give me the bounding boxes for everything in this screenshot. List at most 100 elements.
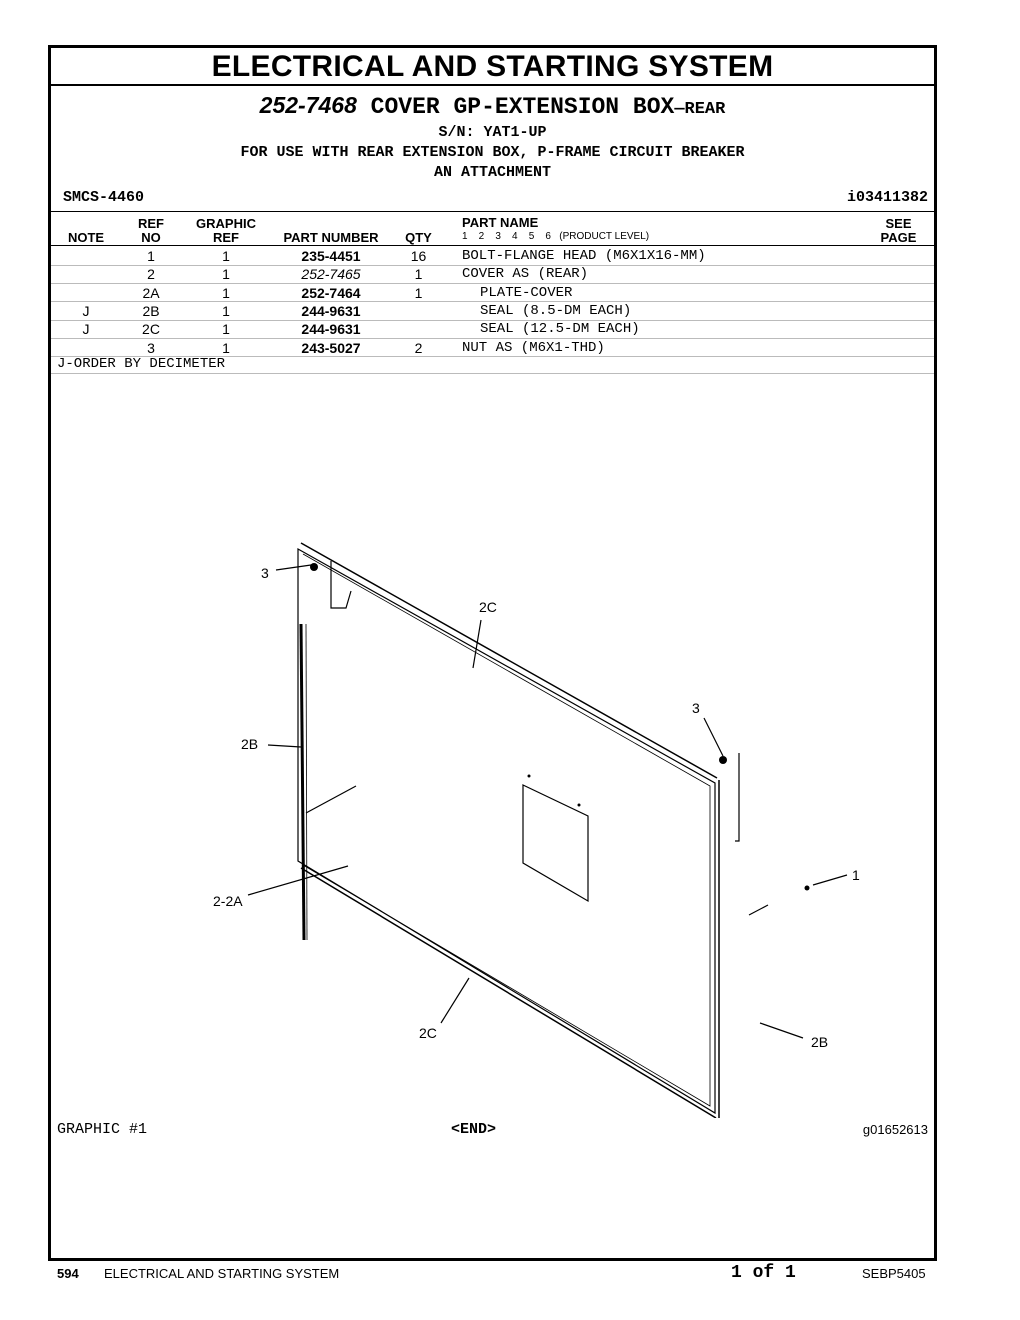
page-frame: ELECTRICAL AND STARTING SYSTEM 252-7468 …: [48, 45, 937, 1261]
row-part-name: COVER AS (REAR): [462, 266, 589, 283]
bolt-icon: [804, 885, 810, 891]
plate-inner-outline: [302, 553, 711, 1107]
footnote: J-ORDER BY DECIMETER: [57, 356, 226, 372]
seal-left-strip: [299, 623, 306, 941]
row-part-number: 244-9631: [301, 302, 361, 319]
col-see-bottom: PAGE: [880, 230, 917, 245]
title-part-number: 252-7468: [259, 92, 357, 118]
seal-left-strip-edge: [305, 623, 308, 941]
row-note: J: [82, 302, 90, 319]
plate-cover-outline: [297, 547, 716, 1115]
col-qty: QTY: [405, 230, 432, 245]
col-graphic-bottom: REF: [213, 230, 239, 245]
row-ref-no: 2: [147, 266, 155, 283]
row-part-name: PLATE-COVER: [480, 284, 573, 301]
row-note: J: [82, 321, 90, 338]
row-qty: 16: [410, 248, 427, 264]
window-mark-2: [577, 803, 581, 807]
row-qty: 2: [414, 339, 423, 356]
row-ref-no: 2A: [142, 284, 160, 301]
graphic-label: GRAPHIC #1: [57, 1121, 148, 1138]
row-divider: [51, 283, 934, 285]
col-ref-top: REF: [138, 216, 164, 231]
row-ref-no: 3: [147, 339, 155, 356]
section-header: ELECTRICAL AND STARTING SYSTEM: [51, 48, 934, 86]
row-divider: [51, 301, 934, 303]
callout-2b-right: 2B: [811, 1034, 828, 1050]
row-part-name: NUT AS (M6X1-THD): [462, 339, 605, 356]
footnote-rule: [51, 373, 934, 374]
row-part-number: 243-5027: [301, 339, 361, 356]
document-id: i03411382: [846, 189, 928, 206]
row-part-name: BOLT-FLANGE HEAD (M6X1X16-MM): [462, 248, 706, 264]
leader-2c-top: [472, 619, 482, 669]
footer-doc-number: SEBP5405: [862, 1266, 926, 1281]
bolt-shank: [748, 904, 769, 916]
row-divider: [51, 264, 934, 266]
callout-2c-bottom: 2C: [419, 1025, 437, 1041]
callout-2c-top: 2C: [479, 599, 497, 615]
leader-2c-bottom: [440, 977, 470, 1024]
row-part-name: SEAL (12.5-DM EACH): [480, 321, 640, 338]
table-top-rule: [51, 211, 934, 212]
attachment-note: AN ATTACHMENT: [433, 164, 552, 181]
row-part-number: 252-7464: [301, 284, 361, 301]
leader-2b-right: [759, 1022, 804, 1039]
row-part-number: 244-9631: [301, 321, 361, 338]
callout-2-2a: 2-2A: [213, 893, 243, 909]
usage-note: FOR USE WITH REAR EXTENSION BOX, P-FRAME…: [240, 144, 745, 161]
col-ref-bottom: NO: [141, 230, 161, 245]
title-suffix: —REAR: [674, 100, 726, 119]
row-graphic-ref: 1: [222, 284, 230, 301]
row-qty: 1: [414, 266, 423, 283]
callout-1: 1: [852, 867, 860, 883]
leader-3b: [703, 717, 724, 757]
footer-page-of: 1 of 1: [731, 1263, 796, 1283]
row-part-number: 252-7465: [301, 266, 361, 283]
col-graphic-top: GRAPHIC: [196, 216, 256, 231]
serial-number: S/N: YAT1-UP: [438, 124, 547, 141]
leader-3a: [275, 564, 312, 571]
leader-2b-left-b: [305, 785, 357, 814]
row-graphic-ref: 1: [222, 321, 230, 338]
bracket-right: [735, 753, 740, 842]
callout-2b-left: 2B: [241, 736, 258, 752]
row-ref-no: 2C: [142, 321, 160, 338]
nut-icon-right: [719, 756, 727, 764]
leader-2b-left: [267, 744, 302, 748]
row-qty: 1: [414, 284, 423, 301]
row-graphic-ref: 1: [222, 266, 230, 283]
row-graphic-ref: 1: [222, 302, 230, 319]
row-graphic-ref: 1: [222, 248, 230, 264]
page-title: 252-7468 COVER GP-EXTENSION BOX—REAR: [51, 92, 934, 120]
col-part-name: PART NAME: [462, 215, 539, 230]
smcs-code: SMCS-4460: [63, 189, 145, 206]
seal-top-strip: [300, 542, 718, 779]
col-product-level: 1 2 3 4 5 6 (PRODUCT LEVEL): [462, 231, 650, 242]
row-ref-no: 2B: [142, 302, 160, 319]
callout-3a: 3: [261, 565, 269, 581]
exploded-view-diagram: 3 2C 3 2B 1 2-2A 2C 2B: [213, 542, 860, 1118]
row-divider: [51, 338, 934, 339]
title-name: COVER GP-EXTENSION BOX: [370, 94, 675, 120]
row-divider: [51, 319, 934, 321]
end-mark: <END>: [451, 1121, 497, 1138]
leader-22a: [247, 865, 349, 896]
bracket-top-left: [330, 561, 352, 609]
window-mark-1: [527, 774, 531, 778]
col-part-number: PART NUMBER: [283, 230, 379, 245]
col-note: NOTE: [67, 230, 105, 245]
row-part-number: 235-4451: [301, 248, 361, 264]
nut-icon-top: [310, 563, 318, 571]
footer-page-number: 594: [57, 1266, 79, 1281]
header-rule: [51, 245, 934, 246]
footer-section: ELECTRICAL AND STARTING SYSTEM: [104, 1266, 340, 1281]
row-part-name: SEAL (8.5-DM EACH): [480, 302, 632, 319]
graphic-id: g01652613: [862, 1122, 928, 1137]
row-ref-no: 1: [147, 248, 155, 264]
row-graphic-ref: 1: [222, 339, 230, 356]
col-see-top: SEE: [885, 216, 912, 231]
seal-bottom-strip: [300, 867, 717, 1118]
row-divider: [51, 356, 934, 358]
callout-3b: 3: [692, 700, 700, 716]
